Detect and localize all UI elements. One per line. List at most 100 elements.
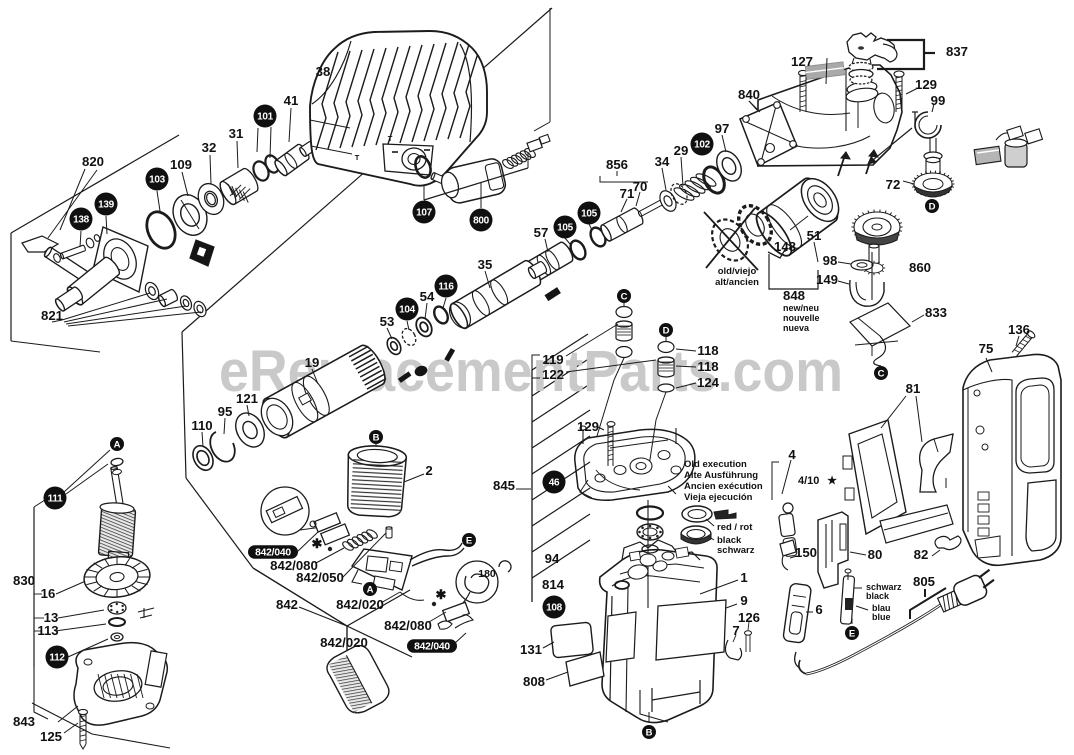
svg-text:29: 29 (674, 143, 689, 158)
svg-text:T: T (355, 153, 360, 162)
svg-text:119: 119 (542, 352, 563, 367)
svg-text:54: 54 (420, 289, 435, 304)
svg-text:99: 99 (931, 93, 946, 108)
svg-text:57: 57 (534, 225, 549, 240)
svg-text:A: A (367, 584, 374, 595)
svg-text:✱: ✱ (312, 536, 323, 551)
svg-text:129: 129 (577, 419, 599, 434)
svg-text:101: 101 (257, 111, 274, 122)
svg-text:150: 150 (795, 545, 817, 560)
svg-text:842: 842 (276, 597, 298, 612)
svg-text:113: 113 (37, 623, 58, 638)
svg-text:842/040: 842/040 (414, 642, 450, 653)
svg-text:nouvelle: nouvelle (783, 313, 820, 323)
svg-text:105: 105 (581, 208, 598, 219)
svg-text:35: 35 (478, 257, 493, 272)
svg-text:848: 848 (783, 288, 805, 303)
svg-text:814: 814 (542, 577, 565, 592)
svg-text:107: 107 (416, 207, 433, 218)
svg-text:127: 127 (791, 54, 813, 69)
svg-text:C: C (621, 291, 628, 302)
svg-text:136: 136 (1008, 322, 1030, 337)
svg-text:black: black (866, 591, 890, 601)
svg-text:16: 16 (41, 586, 56, 601)
svg-text:D: D (663, 325, 670, 336)
svg-text:121: 121 (236, 391, 258, 406)
svg-text:149: 149 (816, 272, 838, 287)
svg-text:82: 82 (914, 547, 929, 562)
svg-text:B: B (646, 727, 653, 738)
svg-text:842/050: 842/050 (296, 570, 344, 585)
svg-text:104: 104 (399, 304, 416, 315)
svg-text:116: 116 (438, 281, 454, 292)
svg-text:860: 860 (909, 260, 931, 275)
svg-text:842/020: 842/020 (336, 597, 384, 612)
svg-text:833: 833 (925, 305, 947, 320)
svg-text:102: 102 (694, 139, 711, 150)
svg-text:110: 110 (191, 418, 212, 433)
svg-text:E: E (849, 628, 855, 639)
svg-text:red / rot: red / rot (717, 522, 753, 533)
svg-text:180: 180 (478, 568, 496, 580)
svg-text:138: 138 (73, 214, 90, 225)
svg-text:126: 126 (738, 610, 760, 625)
svg-text:B: B (373, 432, 380, 443)
svg-text:122: 122 (542, 367, 564, 382)
svg-text:808: 808 (523, 674, 545, 689)
svg-text:53: 53 (380, 314, 395, 329)
svg-text:72: 72 (886, 177, 901, 192)
svg-text:41: 41 (284, 93, 299, 108)
svg-text:800: 800 (473, 215, 490, 226)
svg-text:845: 845 (493, 478, 515, 493)
svg-text:19: 19 (305, 355, 320, 370)
svg-text:830: 830 (13, 573, 35, 588)
svg-text:118: 118 (697, 359, 718, 374)
svg-text:★: ★ (827, 475, 837, 487)
svg-text:111: 111 (48, 493, 63, 504)
svg-text:98: 98 (823, 253, 838, 268)
svg-text:81: 81 (906, 381, 921, 396)
svg-text:842/020: 842/020 (320, 635, 368, 650)
svg-text:103: 103 (149, 174, 166, 185)
svg-text:805: 805 (913, 574, 935, 589)
svg-text:118: 118 (697, 343, 718, 358)
svg-text:Ancien exécution: Ancien exécution (684, 481, 763, 492)
svg-text:Alte Ausführung: Alte Ausführung (684, 470, 758, 481)
svg-text:blue: blue (872, 612, 891, 622)
svg-text:2: 2 (425, 463, 432, 478)
svg-text:1: 1 (740, 570, 747, 585)
svg-text:4/10: 4/10 (798, 475, 819, 487)
svg-text:Vieja ejecución: Vieja ejecución (684, 492, 753, 503)
svg-text:97: 97 (715, 121, 730, 136)
svg-text:✱: ✱ (436, 587, 447, 602)
svg-text:94: 94 (545, 551, 560, 566)
svg-text:A: A (114, 439, 121, 450)
svg-text:80: 80 (868, 547, 883, 562)
svg-text:32: 32 (202, 140, 217, 155)
svg-text:E: E (466, 535, 472, 546)
svg-text:125: 125 (40, 729, 62, 744)
svg-text:820: 820 (82, 154, 104, 169)
svg-text:4: 4 (788, 447, 796, 462)
svg-text:schwarz: schwarz (717, 545, 755, 556)
svg-text:105: 105 (557, 222, 574, 233)
svg-text:821: 821 (41, 308, 63, 323)
svg-text:alt/ancien: alt/ancien (715, 277, 759, 288)
svg-text:112: 112 (49, 652, 65, 663)
svg-text:837: 837 (946, 44, 968, 59)
svg-text:7: 7 (732, 623, 739, 638)
svg-text:T: T (388, 134, 393, 143)
svg-text:new/neu: new/neu (783, 303, 819, 313)
svg-text:139: 139 (98, 199, 115, 210)
svg-text:108: 108 (546, 602, 563, 613)
svg-text:109: 109 (170, 157, 192, 172)
svg-text:70: 70 (633, 179, 648, 194)
svg-text:51: 51 (807, 228, 822, 243)
svg-text:31: 31 (229, 126, 244, 141)
svg-text:840: 840 (738, 87, 760, 102)
svg-text:34: 34 (655, 154, 670, 169)
svg-text:843: 843 (13, 714, 35, 729)
svg-text:D: D (929, 201, 936, 212)
svg-text:131: 131 (520, 642, 542, 657)
svg-text:C: C (878, 368, 885, 379)
